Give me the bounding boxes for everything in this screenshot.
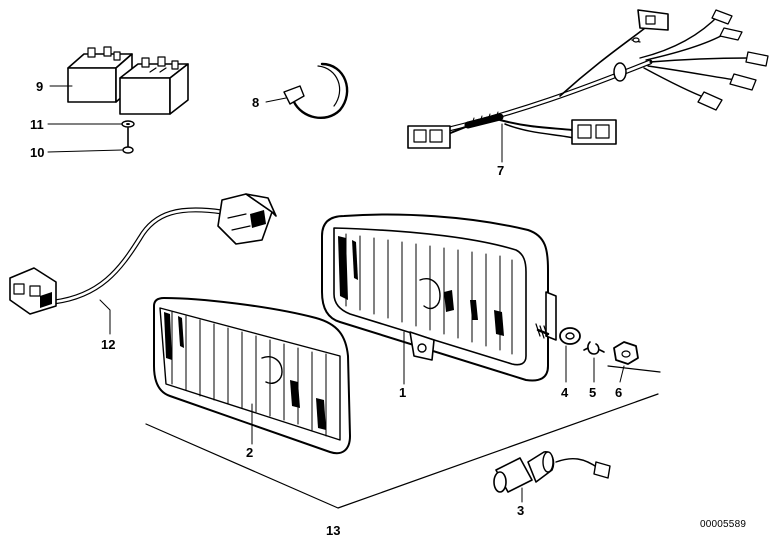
callout-7: 7: [497, 163, 505, 178]
fog-lamp-assembly: [321, 213, 557, 382]
callout-11: 11: [30, 117, 44, 132]
callout-4: 4: [561, 385, 569, 400]
mounting-hardware: [559, 327, 639, 365]
relay-pair: [67, 46, 189, 115]
kit-bracket: [145, 365, 661, 509]
relay-screw: [122, 127, 134, 154]
callout-8: 8: [252, 95, 260, 110]
callout-1: 1: [399, 385, 407, 400]
clamp-ring: [283, 62, 349, 120]
switch-cable: [9, 193, 277, 315]
callout-9: 9: [36, 79, 44, 94]
leader-lines: [47, 85, 625, 503]
callout-12: 12: [101, 337, 116, 352]
callout-10: 10: [30, 145, 45, 160]
callout-5: 5: [589, 385, 597, 400]
wiring-harness: [407, 9, 769, 149]
callout-3: 3: [517, 503, 525, 518]
relay-washer: [121, 120, 135, 128]
catalog-number: 00005589: [700, 519, 747, 530]
lamp-bulb: [493, 451, 611, 493]
callout-13: 13: [326, 523, 341, 538]
lamp-lens: [153, 297, 351, 455]
callout-2: 2: [246, 445, 254, 460]
callout-6: 6: [615, 385, 623, 400]
